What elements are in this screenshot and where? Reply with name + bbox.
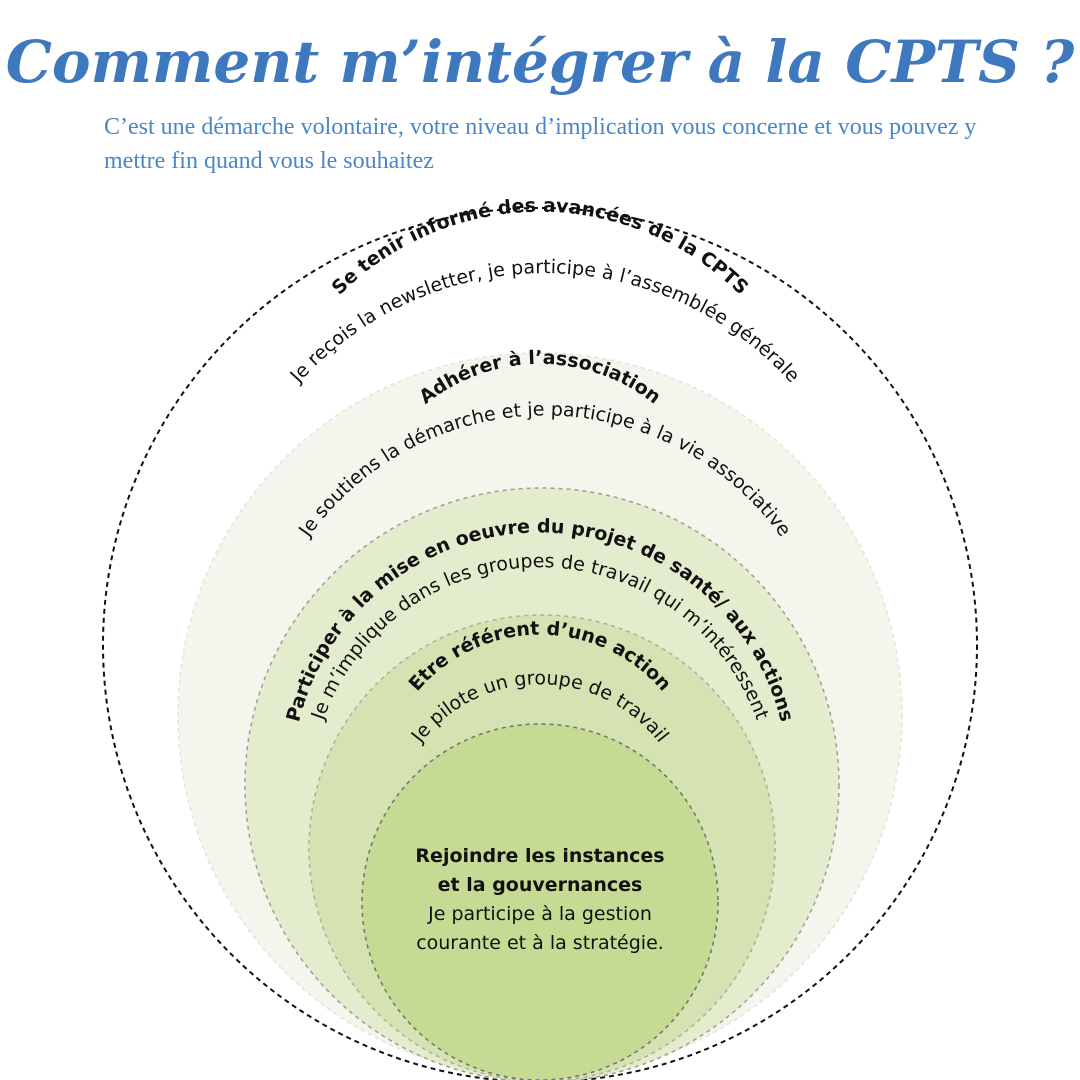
level-5-label: Rejoindre les instances et la gouvernanc… bbox=[380, 842, 700, 958]
page-subtitle: C’est une démarche volontaire, votre niv… bbox=[104, 114, 977, 174]
page-title: Comment m’intégrer à la CPTS ? bbox=[5, 28, 1075, 96]
level-5-heading: Rejoindre les instances et la gouvernanc… bbox=[415, 845, 665, 896]
level-5-circle bbox=[361, 723, 719, 1080]
level-5-text: Je participe à la gestion courante et à … bbox=[416, 903, 664, 954]
